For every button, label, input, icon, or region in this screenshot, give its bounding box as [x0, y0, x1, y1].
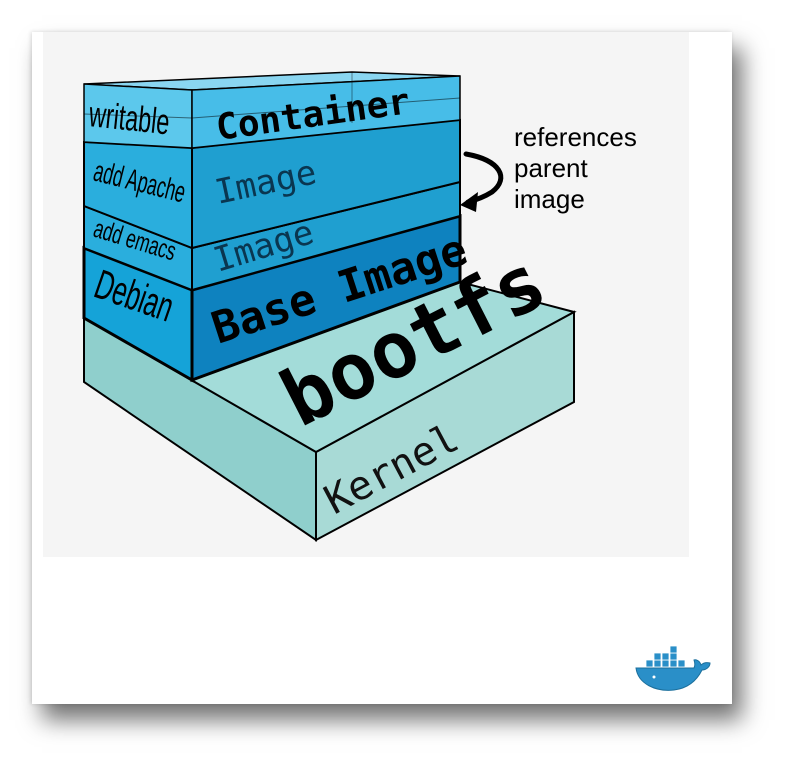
curved-arrow-icon: [460, 151, 504, 212]
annotation-line-1: references: [514, 122, 637, 152]
references-annotation: references parent image: [460, 122, 637, 214]
annotation-line-2: parent: [514, 153, 588, 183]
container-mid-line-face: [191, 97, 461, 119]
container-layer: writable Container: [83, 71, 461, 149]
annotation-line-3: image: [514, 184, 585, 214]
container-mid-line: [83, 113, 193, 119]
writable-label: writable: [86, 95, 171, 142]
container-face: [191, 75, 461, 149]
apache-image-layer: add Apache Image: [83, 118, 461, 250]
docker-whale-icon: [635, 645, 711, 691]
